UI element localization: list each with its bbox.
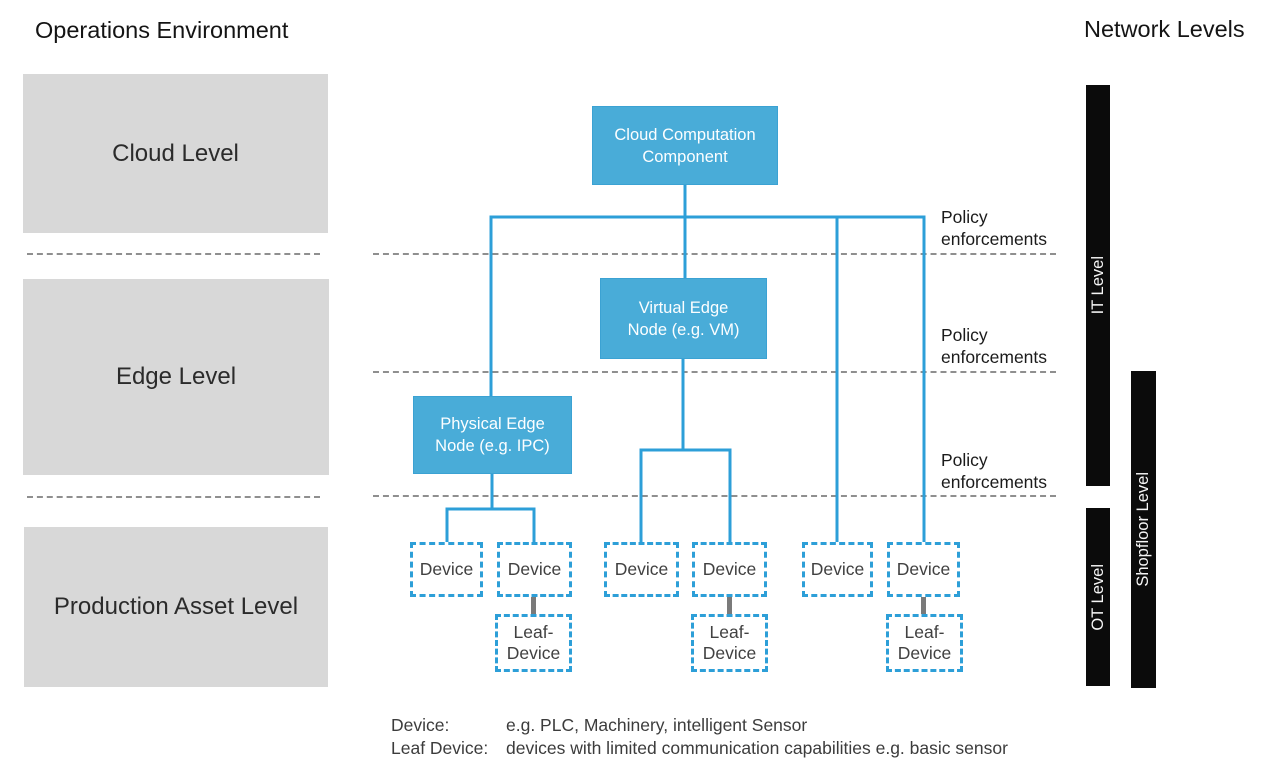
- mid-separator-2: [373, 371, 1056, 373]
- leaf-device-label-2: Leaf-Device: [702, 622, 757, 663]
- ot-level-label: OT Level: [1088, 563, 1107, 631]
- device-box-1: Device: [410, 542, 483, 597]
- production-asset-level-label: Production Asset Level: [53, 593, 299, 620]
- physical-edge-line1: Physical Edge: [440, 415, 545, 433]
- operations-environment-title: Operations Environment: [35, 17, 289, 43]
- legend-definition-device: e.g. PLC, Machinery, intelligent Sensor: [506, 715, 808, 735]
- cloud-computation-node: Cloud Computation Component: [592, 106, 778, 185]
- edge-level-box: Edge Level: [23, 279, 329, 475]
- it-level-label: IT Level: [1088, 256, 1107, 315]
- virtual-edge-line2: Node (e.g. VM): [627, 320, 740, 339]
- cloud-level-label: Cloud Level: [112, 139, 239, 167]
- cloud-node-line1: Cloud Computation: [614, 125, 756, 144]
- legend-row-leaf-device: Leaf Device: devices with limited commun…: [391, 737, 1008, 760]
- leaf-device-label-1: Leaf-Device: [506, 622, 561, 663]
- network-levels-title: Network Levels: [1084, 16, 1245, 42]
- cloud-node-line2: Component: [642, 147, 728, 166]
- wire-main-bus: [489, 215, 926, 542]
- device-box-5: Device: [802, 542, 873, 597]
- legend-term-device: Device:: [391, 715, 450, 735]
- left-separator-edge-production: [27, 496, 320, 498]
- physical-edge-line2: Node (e.g. IPC): [435, 437, 550, 455]
- legend-term-leaf-device: Leaf Device:: [391, 737, 489, 758]
- leaf-connector-1: [531, 597, 536, 614]
- edge-level-label: Edge Level: [115, 363, 237, 390]
- wire-physical-edge-fork: [445, 507, 536, 542]
- shopfloor-level-bar: Shopfloor Level: [1131, 371, 1156, 688]
- ot-level-bar: OT Level: [1086, 508, 1110, 686]
- legend-row-device: Device: e.g. PLC, Machinery, intelligent…: [391, 714, 1008, 737]
- legend: Device: e.g. PLC, Machinery, intelligent…: [391, 714, 1008, 759]
- policy-enforcements-label-1: Policy enforcements: [941, 207, 1048, 249]
- left-separator-cloud-edge: [27, 253, 320, 255]
- legend-definition-leaf-device: devices with limited communication capab…: [506, 737, 1008, 758]
- production-asset-level-box: Production Asset Level: [24, 527, 328, 687]
- leaf-connector-3: [921, 597, 926, 614]
- device-box-6: Device: [887, 542, 960, 597]
- device-box-2: Device: [497, 542, 572, 597]
- cloud-level-box: Cloud Level: [23, 74, 328, 233]
- leaf-device-label-3: Leaf-Device: [897, 622, 952, 663]
- leaf-connector-2: [727, 597, 732, 614]
- leaf-device-box-3: Leaf-Device: [886, 614, 963, 672]
- mid-separator-1: [373, 253, 1056, 255]
- device-box-3: Device: [604, 542, 679, 597]
- leaf-device-box-2: Leaf-Device: [691, 614, 768, 672]
- leaf-device-box-1: Leaf-Device: [495, 614, 572, 672]
- device-box-4: Device: [692, 542, 767, 597]
- virtual-edge-line1: Virtual Edge: [638, 298, 729, 317]
- mid-separator-3: [373, 495, 1056, 497]
- it-level-bar: IT Level: [1086, 85, 1110, 486]
- policy-enforcements-label-2: Policy enforcements: [941, 325, 1048, 367]
- shopfloor-level-label: Shopfloor Level: [1134, 472, 1152, 587]
- virtual-edge-node: Virtual Edge Node (e.g. VM): [600, 278, 767, 359]
- policy-enforcements-label-3: Policy enforcements: [941, 450, 1048, 492]
- physical-edge-node: Physical Edge Node (e.g. IPC): [413, 396, 572, 474]
